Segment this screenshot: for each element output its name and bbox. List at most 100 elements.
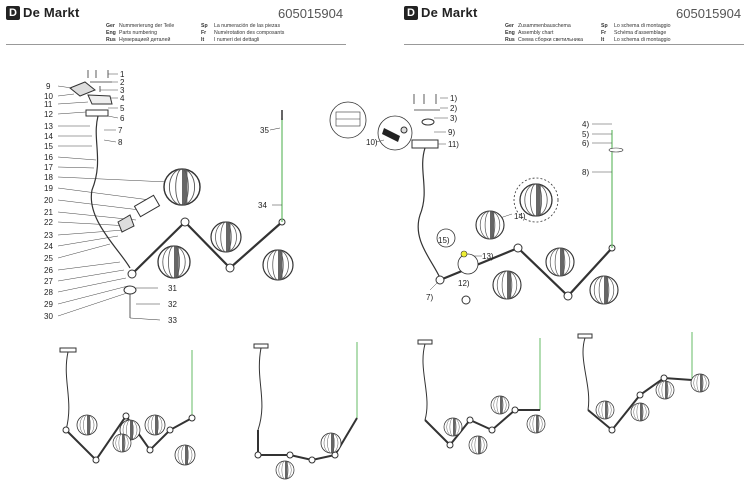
part-label: 28: [44, 288, 53, 297]
canopy-cup: [87, 94, 113, 105]
part-label: 11: [44, 100, 53, 109]
part-label: 31: [168, 284, 177, 293]
arm-joint: [180, 217, 190, 227]
end-cap: [123, 285, 137, 295]
glass-globe: [468, 435, 488, 455]
power-wire: [90, 115, 131, 269]
part-labels-right: 1) 2) 3) 4) 5) 6) 7) 8) 9) 10) 11) 12) 1…: [366, 94, 589, 302]
logo-mark-icon: D: [6, 5, 20, 20]
glass-globe: [589, 275, 619, 305]
configuration-3-globes: [443, 395, 546, 455]
brand-name: De Markt: [23, 5, 80, 20]
part-label: 11): [448, 140, 459, 149]
product-code: 605015904: [676, 6, 742, 21]
glass-globe: [210, 221, 242, 253]
detail-inset: [436, 228, 456, 248]
glass-globe: [76, 414, 98, 436]
configuration-2: [253, 342, 358, 464]
part-label: 32: [168, 300, 177, 309]
zigzag-arm: [131, 220, 283, 275]
glass-globe: [490, 395, 510, 415]
glass-globe: [443, 417, 463, 437]
brand-logo-right: D De Markt: [404, 5, 478, 20]
power-wire: [417, 147, 441, 279]
header-divider: [404, 44, 744, 45]
canopy: [411, 139, 439, 149]
arm-joint: [127, 269, 137, 279]
part-label: 30: [44, 312, 53, 321]
part-label: 23: [44, 231, 53, 240]
glass-globe: [157, 245, 191, 279]
part-label: 18: [44, 173, 53, 182]
part-label: 16: [44, 153, 53, 162]
glass-globe: [690, 373, 710, 393]
part-label: 10: [44, 92, 53, 101]
configuration-3: [417, 338, 541, 449]
part-label: 5): [582, 130, 589, 139]
part-label: 15: [44, 142, 53, 151]
part-label: 13): [482, 252, 494, 261]
glass-globe: [174, 444, 196, 466]
glass-globe: [630, 402, 650, 422]
part-label: 3): [450, 114, 457, 123]
part-label: 4: [120, 94, 125, 103]
canopy-base: [85, 109, 109, 117]
part-label: 17: [44, 163, 53, 172]
glass-globe: [112, 433, 132, 453]
globes-right: [475, 183, 619, 305]
part-label: 9): [448, 128, 455, 137]
part-label: 10): [366, 138, 378, 147]
detail-inset: [457, 253, 479, 275]
part-label: 3: [120, 86, 125, 95]
part-label: 12: [44, 110, 53, 119]
part-label: 19: [44, 184, 53, 193]
part-label: 34: [258, 201, 267, 210]
part-label: 21: [44, 208, 53, 217]
part-label: 25: [44, 254, 53, 263]
part-label: 27: [44, 277, 53, 286]
configuration-4-globes: [595, 373, 710, 422]
part-label: 33: [168, 316, 177, 325]
part-label: 6: [120, 114, 125, 123]
part-label: 6): [582, 139, 589, 148]
part-label: 9: [46, 82, 51, 91]
brand-name: De Markt: [421, 5, 478, 20]
brand-logo-left: D De Markt: [6, 5, 80, 20]
glass-globe: [545, 247, 575, 277]
glass-globe: [492, 270, 522, 300]
part-label: 7: [118, 126, 123, 135]
logo-mark-icon: D: [404, 5, 418, 20]
part-label: 20: [44, 196, 53, 205]
socket-ring: [117, 214, 135, 233]
socket: [133, 194, 161, 218]
part-label: 26: [44, 266, 53, 275]
glass-globe: [262, 249, 294, 281]
part-label: 14: [44, 132, 53, 141]
product-code: 605015904: [278, 6, 344, 21]
glass-globe: [144, 414, 166, 436]
part-label: 2): [450, 104, 457, 113]
zigzag-arm: [439, 246, 613, 298]
part-label: 1): [450, 94, 457, 103]
glass-globe: [163, 168, 201, 206]
glass-globe: [320, 432, 342, 454]
part-label: 12): [458, 279, 470, 288]
glass-globe: [595, 400, 615, 420]
canopy-plate: [69, 81, 96, 97]
glass-globe: [655, 380, 675, 400]
